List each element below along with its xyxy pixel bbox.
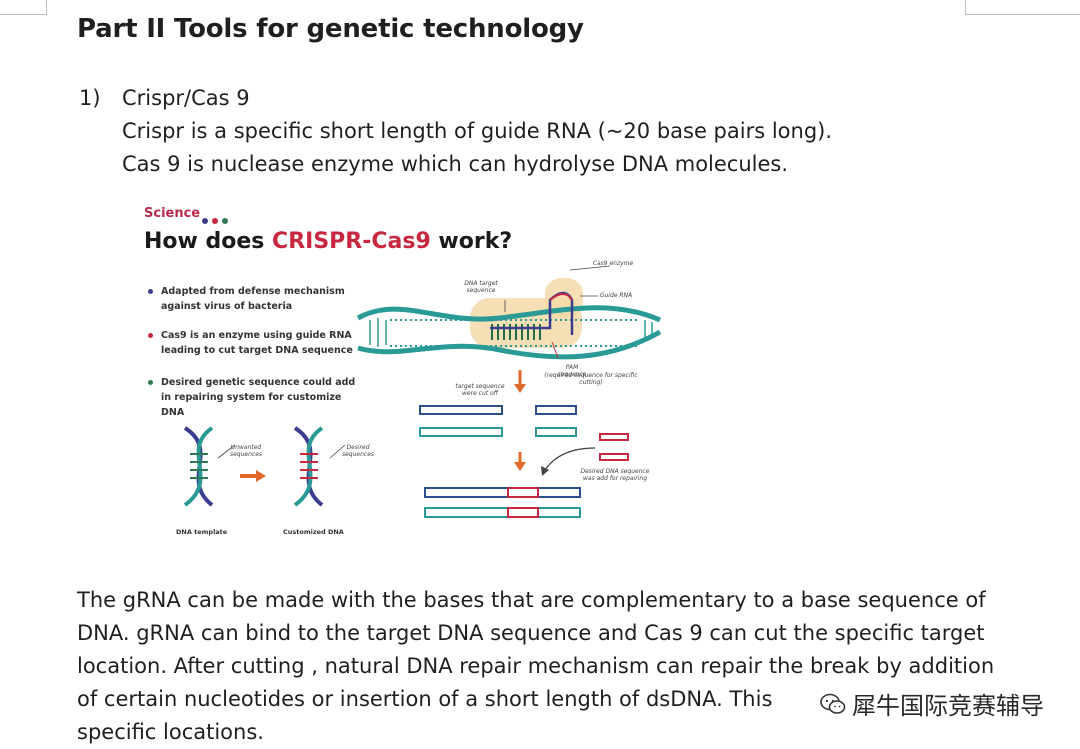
list-number: 1)	[79, 86, 101, 110]
brand-dots	[202, 209, 232, 228]
watermark-text: 犀牛国际竞赛辅导	[852, 692, 1044, 720]
paragraph-line: of certain nucleotides or insertion of a…	[77, 687, 773, 711]
label-cas9-enzyme: Cas9 enzyme	[592, 260, 634, 267]
paragraph-line: The gRNA can be made with the bases that…	[77, 588, 986, 612]
figure-brand: Science	[144, 206, 201, 221]
label-customized-dna: Customized DNA	[283, 528, 344, 536]
page-corner-top-left	[0, 0, 47, 15]
label-target-cut: target sequence were cut off	[455, 383, 505, 397]
figure-title: How does CRISPR-Cas9 work?	[144, 229, 513, 254]
section-heading: Part II Tools for genetic technology	[77, 14, 584, 44]
label-dna-target: DNA target sequence	[464, 280, 498, 294]
list-item-title: Crispr/Cas 9	[122, 86, 250, 110]
label-desired: Desired sequences	[341, 444, 375, 458]
explanation-paragraph: The gRNA can be made with the bases that…	[77, 584, 995, 749]
label-guide-rna: Guide RNA	[599, 292, 633, 299]
label-pam-note: (required sequence for specific cutting)	[544, 372, 638, 386]
label-dna-template: DNA template	[176, 528, 228, 536]
cas9-definition: Cas 9 is nuclease enzyme which can hydro…	[122, 152, 789, 176]
paragraph-line: specific locations.	[77, 720, 264, 744]
label-unwanted: Unwanted sequences	[229, 444, 263, 458]
label-desired-dna: Desired DNA sequence was add for repairi…	[580, 468, 650, 482]
wechat-watermark: 犀牛国际竞赛辅导	[820, 686, 1044, 721]
wechat-icon	[820, 693, 846, 714]
paragraph-line: location. After cutting , natural DNA re…	[77, 654, 995, 678]
crispr-definition: Crispr is a specific short length of gui…	[122, 119, 833, 143]
dna-illustration	[183, 265, 662, 518]
label-pam: PAM sequence	[557, 364, 587, 378]
page-corner-top-right	[965, 0, 1080, 15]
crispr-cas9-infographic: Science How does CRISPR-Cas9 work? Adapt…	[140, 200, 680, 545]
paragraph-line: DNA. gRNA can bind to the target DNA seq…	[77, 621, 985, 645]
